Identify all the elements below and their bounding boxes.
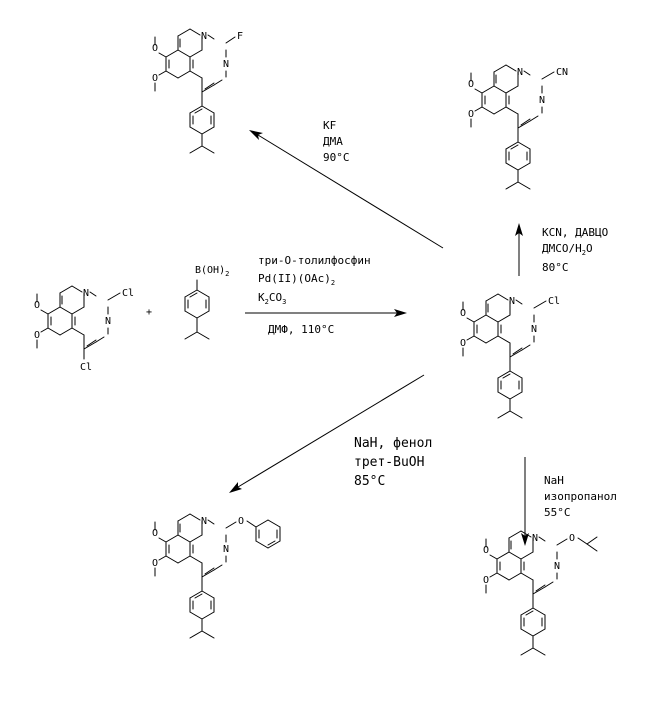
- atom-o-ether: O: [569, 533, 575, 544]
- cond-cyano-2: ДМСО/H2O: [542, 242, 593, 257]
- cond-phenoxy-3: 85°C: [354, 474, 385, 489]
- atom-n1: N: [517, 67, 523, 78]
- atom-cn: CN: [556, 67, 568, 78]
- cond-main-2: Pd(II)(OAc)2: [258, 272, 335, 287]
- atom-o-lower: O: [468, 109, 474, 120]
- cond-cyano-3: 80°C: [542, 261, 569, 274]
- cond-isopropoxy-1: NaH: [544, 474, 564, 487]
- arrow-fluoro-head: [249, 130, 263, 140]
- cond-phenoxy-1: NaH, фенол: [354, 436, 432, 451]
- product-fluoro: N N O O F: [152, 29, 243, 153]
- atom-n3: N: [105, 316, 111, 327]
- product-isopropoxy: N N O O O: [483, 531, 597, 655]
- atom-n3: N: [539, 95, 545, 106]
- atom-n3: N: [531, 324, 537, 335]
- atom-o-lower: O: [152, 73, 158, 84]
- boronic-acid: B(OH)2: [185, 265, 229, 339]
- cond-fluoro-2: ДМА: [323, 135, 343, 148]
- cond-cyano-1: KCN, ДАВЦО: [542, 226, 608, 239]
- atom-n1: N: [201, 516, 207, 527]
- product-cyano: N N O O CN: [468, 65, 568, 189]
- atom-n3: N: [554, 561, 560, 572]
- atom-o-lower: O: [483, 575, 489, 586]
- central-intermediate: N N O O Cl: [460, 294, 560, 418]
- atom-n1: N: [532, 533, 538, 544]
- atom-o-lower: O: [460, 338, 466, 349]
- dichloroquinazoline: N N O O Cl Cl: [34, 286, 134, 373]
- product-phenoxy: N N O O O: [152, 514, 280, 638]
- cond-main-4: ДМФ, 110°C: [268, 323, 334, 336]
- cond-fluoro-1: KF: [323, 119, 336, 132]
- atom-o-lower: O: [34, 330, 40, 341]
- atom-n1: N: [201, 31, 207, 42]
- cond-isopropoxy-3: 55°C: [544, 506, 571, 519]
- atom-cl-4: Cl: [80, 362, 92, 373]
- atom-cl-2: Cl: [548, 296, 560, 307]
- atom-o-ether: O: [238, 516, 244, 527]
- cond-main-3: K2CO3: [258, 291, 286, 306]
- cond-fluoro-3: 90°C: [323, 151, 350, 164]
- cond-main-1: три-О-толилфосфин: [258, 254, 371, 267]
- plus-sign: +: [146, 307, 152, 318]
- atom-o-upper: O: [483, 545, 489, 556]
- atom-n3: N: [223, 59, 229, 70]
- atom-o-lower: O: [152, 558, 158, 569]
- atom-cl-2: Cl: [122, 288, 134, 299]
- atom-o-upper: O: [152, 43, 158, 54]
- atom-o-upper: O: [34, 300, 40, 311]
- arrow-phenoxy-head: [229, 482, 242, 493]
- atom-n1: N: [509, 296, 515, 307]
- atom-o-upper: O: [152, 528, 158, 539]
- arrow-phenoxy: [238, 375, 424, 487]
- atom-o-upper: O: [460, 308, 466, 319]
- arrow-fluoro: [258, 135, 443, 248]
- atom-b: B(OH)2: [195, 265, 229, 278]
- atom-n1: N: [83, 288, 89, 299]
- cond-phenoxy-2: трет-BuOH: [354, 455, 424, 470]
- atom-f: F: [237, 31, 243, 42]
- cond-isopropoxy-2: изопропанол: [544, 490, 617, 503]
- atom-n3: N: [223, 544, 229, 555]
- atom-o-upper: O: [468, 79, 474, 90]
